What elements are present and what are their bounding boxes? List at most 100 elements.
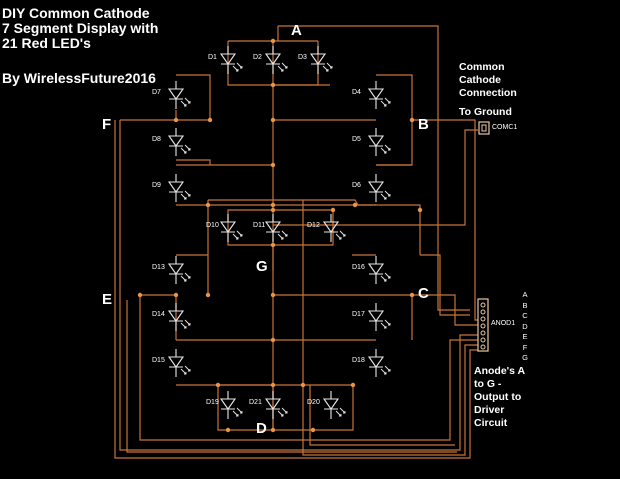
junction-dot: [270, 292, 276, 298]
pin-label: D: [522, 321, 528, 331]
author-credit: By WirelessFuture2016: [2, 70, 156, 86]
led-d7: [167, 81, 191, 109]
led-label: D12: [307, 222, 320, 229]
junction-dot: [205, 202, 211, 208]
note-line: Common: [459, 61, 505, 73]
led-d4: [367, 81, 391, 109]
junction-dot: [225, 427, 231, 433]
junction-dot: [270, 337, 276, 343]
junction-dot: [417, 207, 423, 213]
segment-label-d: D: [256, 420, 267, 437]
note-line: Output to: [474, 391, 522, 403]
junction-dot: [137, 292, 143, 298]
junction-dot: [330, 207, 336, 213]
common-cathode-note: Common Cathode Connection: [459, 61, 517, 100]
led-label: D7: [152, 89, 161, 96]
wire-e: [139, 200, 478, 441]
led-d13: [167, 256, 191, 284]
wire-outer-1: [114, 120, 478, 459]
wire-outer-2: [126, 300, 457, 453]
led-d20: [322, 391, 346, 419]
led-label: D10: [206, 222, 219, 229]
led-d14: [167, 303, 191, 331]
title-line-3: 21 Red LED's: [2, 35, 91, 51]
led-label: D4: [352, 89, 361, 96]
junction-dot: [173, 117, 179, 123]
title-line-2: 7 Segment Display with: [2, 20, 159, 36]
junction-dot: [207, 117, 213, 123]
led-d15: [167, 349, 191, 377]
junction-dot: [310, 427, 316, 433]
pin-label: A: [522, 290, 528, 299]
led-d9: [167, 174, 191, 202]
anode-pin: [480, 302, 486, 308]
junction-dot: [270, 242, 276, 248]
wires: [114, 25, 478, 459]
segment-label-b: B: [418, 116, 429, 133]
junction-dot: [173, 292, 179, 298]
junction-dot: [270, 382, 276, 388]
led-label: D11: [253, 222, 266, 229]
anode-pin: [480, 337, 486, 343]
led-group: [167, 46, 391, 419]
junction-dot: [270, 162, 276, 168]
junction-dot: [270, 207, 276, 213]
to-ground-note: To Ground: [459, 106, 512, 118]
led-d6: [367, 174, 391, 202]
note-line: Cathode: [459, 74, 501, 86]
pin-label: B: [522, 300, 528, 310]
led-label: D13: [152, 264, 165, 271]
junctions: [137, 38, 423, 433]
led-label: D17: [352, 311, 365, 318]
junction-dot: [270, 202, 276, 208]
led-label: D15: [152, 357, 165, 364]
note-line: Circuit: [474, 417, 508, 429]
led-label: D6: [352, 182, 361, 189]
junction-dot: [270, 38, 276, 44]
led-label: D8: [152, 136, 161, 143]
segment-label-g: G: [256, 258, 268, 275]
led-label: D2: [253, 54, 262, 61]
anod1-label: ANOD1: [491, 320, 516, 327]
anode-pin: [480, 330, 486, 336]
led-d11: [264, 214, 288, 242]
segment-label-c: C: [418, 285, 429, 302]
junction-dot: [215, 382, 221, 388]
pin-label: F: [522, 342, 528, 352]
comc1-connector: [478, 121, 490, 135]
segment-label-a: A: [291, 22, 302, 39]
led-label: D21: [249, 399, 262, 406]
note-line: Driver: [474, 404, 505, 416]
wire-g: [208, 199, 421, 270]
led-d5: [367, 128, 391, 156]
led-d2: [264, 46, 288, 74]
led-d8: [167, 128, 191, 156]
junction-dot: [270, 427, 276, 433]
wire-c: [352, 254, 478, 340]
led-d16: [367, 256, 391, 284]
pin-label: E: [522, 332, 528, 341]
wire-a-bus: [227, 40, 319, 86]
segment-label-e: E: [102, 291, 113, 308]
led-d12: [322, 214, 346, 242]
title-line-1: DIY Common Cathode: [2, 5, 150, 21]
wire-common: [273, 84, 478, 226]
anode-pin: [480, 316, 486, 322]
anodes-note: Anode's A to G - Output to Driver Circui…: [474, 365, 525, 430]
led-label: D1: [208, 54, 217, 61]
wire-c-mid: [273, 294, 376, 341]
wire-b-bot: [273, 164, 412, 206]
led-label: D16: [352, 264, 365, 271]
note-line: Connection: [459, 87, 517, 99]
junction-dot: [270, 117, 276, 123]
led-label: D14: [152, 311, 165, 318]
note-line: Anode's A: [474, 365, 526, 377]
led-d21: [264, 391, 288, 419]
led-label: D9: [152, 182, 161, 189]
junction-dot: [352, 202, 358, 208]
led-label: D3: [298, 54, 307, 61]
led-d10: [219, 214, 243, 242]
led-label: D5: [352, 136, 361, 143]
junction-dot: [205, 292, 211, 298]
